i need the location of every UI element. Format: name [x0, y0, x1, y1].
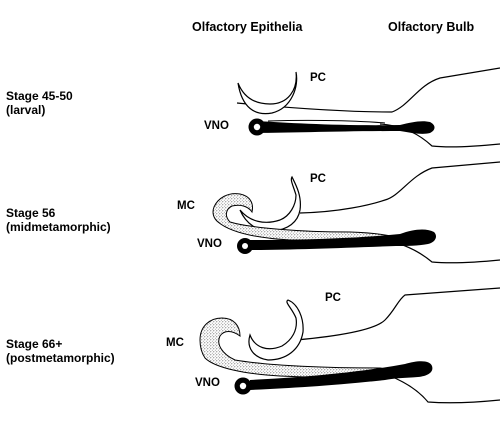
stage-2-description: (midmetamorphic)	[6, 219, 111, 234]
stage-1-name: Stage 45-50	[6, 89, 73, 103]
stage-3-pc-label: PC	[325, 292, 341, 304]
column-title-olfactory-epithelia: Olfactory Epithelia	[192, 20, 303, 34]
stage-3-middle-cavity	[199, 317, 401, 378]
stage-3-olfactory-bulb	[295, 287, 500, 404]
stage-2-mc-label: MC	[177, 200, 195, 212]
column-title-olfactory-bulb: Olfactory Bulb	[388, 20, 475, 34]
stage-1-principal-cavity	[237, 71, 298, 115]
stage-2-middle-cavity	[212, 193, 406, 241]
stage-3-principal-cavity	[248, 299, 304, 361]
stage-label-2: Stage 56 (midmetamorphic)	[6, 206, 111, 235]
stage-1-vno-label: VNO	[204, 120, 229, 132]
stage-2-vno-label: VNO	[197, 238, 222, 250]
stage-3-vno-label: VNO	[195, 377, 220, 389]
stage-1-lower-edge	[267, 119, 386, 124]
stage-2-vomeronasal-nerve	[250, 229, 436, 250]
stage-3-description: (postmetamorphic)	[6, 350, 115, 365]
stage-3-drawing	[199, 287, 500, 404]
stage-3-name: Stage 66+	[6, 337, 63, 351]
stage-label-1: Stage 45-50 (larval)	[6, 89, 73, 118]
stage-1-vomeronasal-nerve	[256, 121, 435, 134]
stage-3-vomeronasal-nerve	[250, 361, 433, 390]
stage-label-3: Stage 66+ (postmetamorphic)	[6, 337, 115, 366]
stage-3-mc-label: MC	[166, 337, 184, 349]
stage-2-name: Stage 56	[6, 206, 56, 220]
stage-1-pc-label: PC	[310, 72, 326, 84]
stage-1-drawing	[236, 67, 500, 148]
stage-2-drawing	[212, 161, 500, 264]
stage-2-pc-label: PC	[310, 173, 326, 185]
stage-1-description: (larval)	[6, 102, 46, 117]
